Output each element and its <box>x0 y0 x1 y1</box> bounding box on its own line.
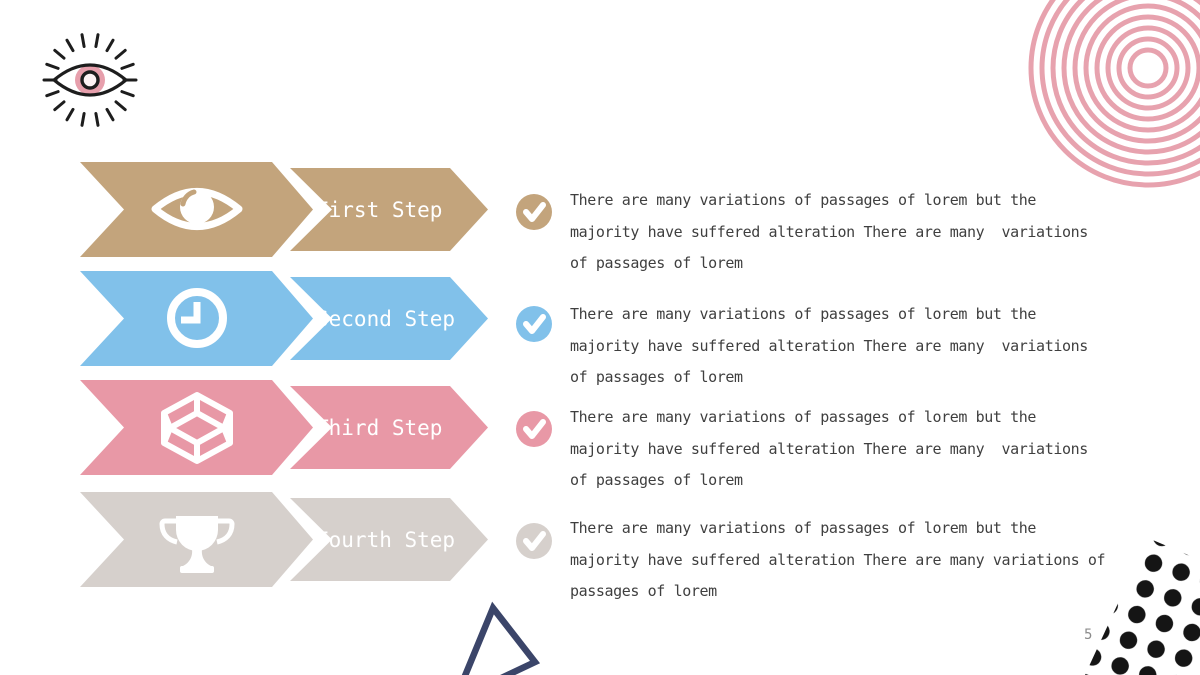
eyelashes <box>42 33 138 127</box>
step-banner-fourth <box>80 492 488 587</box>
concentric-rings-decoration <box>1028 0 1200 188</box>
trophy-icon <box>159 516 235 573</box>
triangle-outline <box>461 601 541 675</box>
banner-arrow-small <box>290 168 488 251</box>
step-label: Third Step <box>316 415 443 440</box>
check-icon <box>516 523 552 559</box>
step-label: First Step <box>316 197 443 222</box>
description-line: There are many variations of passages of… <box>570 408 1037 426</box>
triangle-decoration <box>461 601 541 675</box>
step-banner-first <box>80 162 488 257</box>
banner-arrow-large <box>80 380 313 475</box>
step-description-fourth: There are many variations of passages of… <box>570 513 1160 608</box>
description-line: There are many variations of passages of… <box>570 305 1037 323</box>
description-line: There are many variations of passages of… <box>570 519 1037 537</box>
check-icon <box>516 194 552 230</box>
step-banner-third <box>80 380 488 475</box>
step-description-first: There are many variations of passages of… <box>570 185 1160 280</box>
eye-pupil <box>80 70 100 90</box>
description-line: majority have suffered alteration There … <box>570 222 1088 241</box>
dots-wedge <box>1085 538 1200 675</box>
description-line: There are many variations of passages of… <box>570 191 1037 209</box>
step-row-second: Second Step <box>80 271 490 366</box>
check-icon <box>516 306 552 342</box>
eye-icon <box>151 188 243 230</box>
eye-outline <box>51 63 129 97</box>
description-line: majority have suffered alteration There … <box>570 336 1088 355</box>
step-row-fourth: Fourth Step <box>80 492 490 587</box>
cube-icon <box>161 392 233 464</box>
polka-dots-decoration <box>1085 538 1200 675</box>
clock-icon <box>167 288 227 348</box>
description-line: of passages of lorem <box>570 368 743 386</box>
description-line: majority have suffered alteration There … <box>570 550 1106 569</box>
step-row-first: First Step <box>80 162 490 257</box>
page-number: 5 <box>1084 627 1093 643</box>
eye-doodle <box>42 33 138 127</box>
rings-group <box>1028 0 1200 188</box>
banner-arrow-small <box>290 386 488 469</box>
step-label: Fourth Step <box>316 527 456 552</box>
step-description-second: There are many variations of passages of… <box>570 299 1160 394</box>
description-line: of passages of lorem <box>570 471 743 489</box>
description-line: of passages of lorem <box>570 254 743 272</box>
description-line: passages of lorem <box>570 582 717 600</box>
description-line: majority have suffered alteration There … <box>570 439 1088 458</box>
step-label: Second Step <box>316 306 456 331</box>
step-banner-second <box>80 271 488 366</box>
banner-arrow-small <box>290 277 488 360</box>
check-icon <box>516 411 552 447</box>
banner-arrow-small <box>290 498 488 581</box>
step-description-third: There are many variations of passages of… <box>570 402 1160 497</box>
step-row-third: Third Step <box>80 380 490 475</box>
